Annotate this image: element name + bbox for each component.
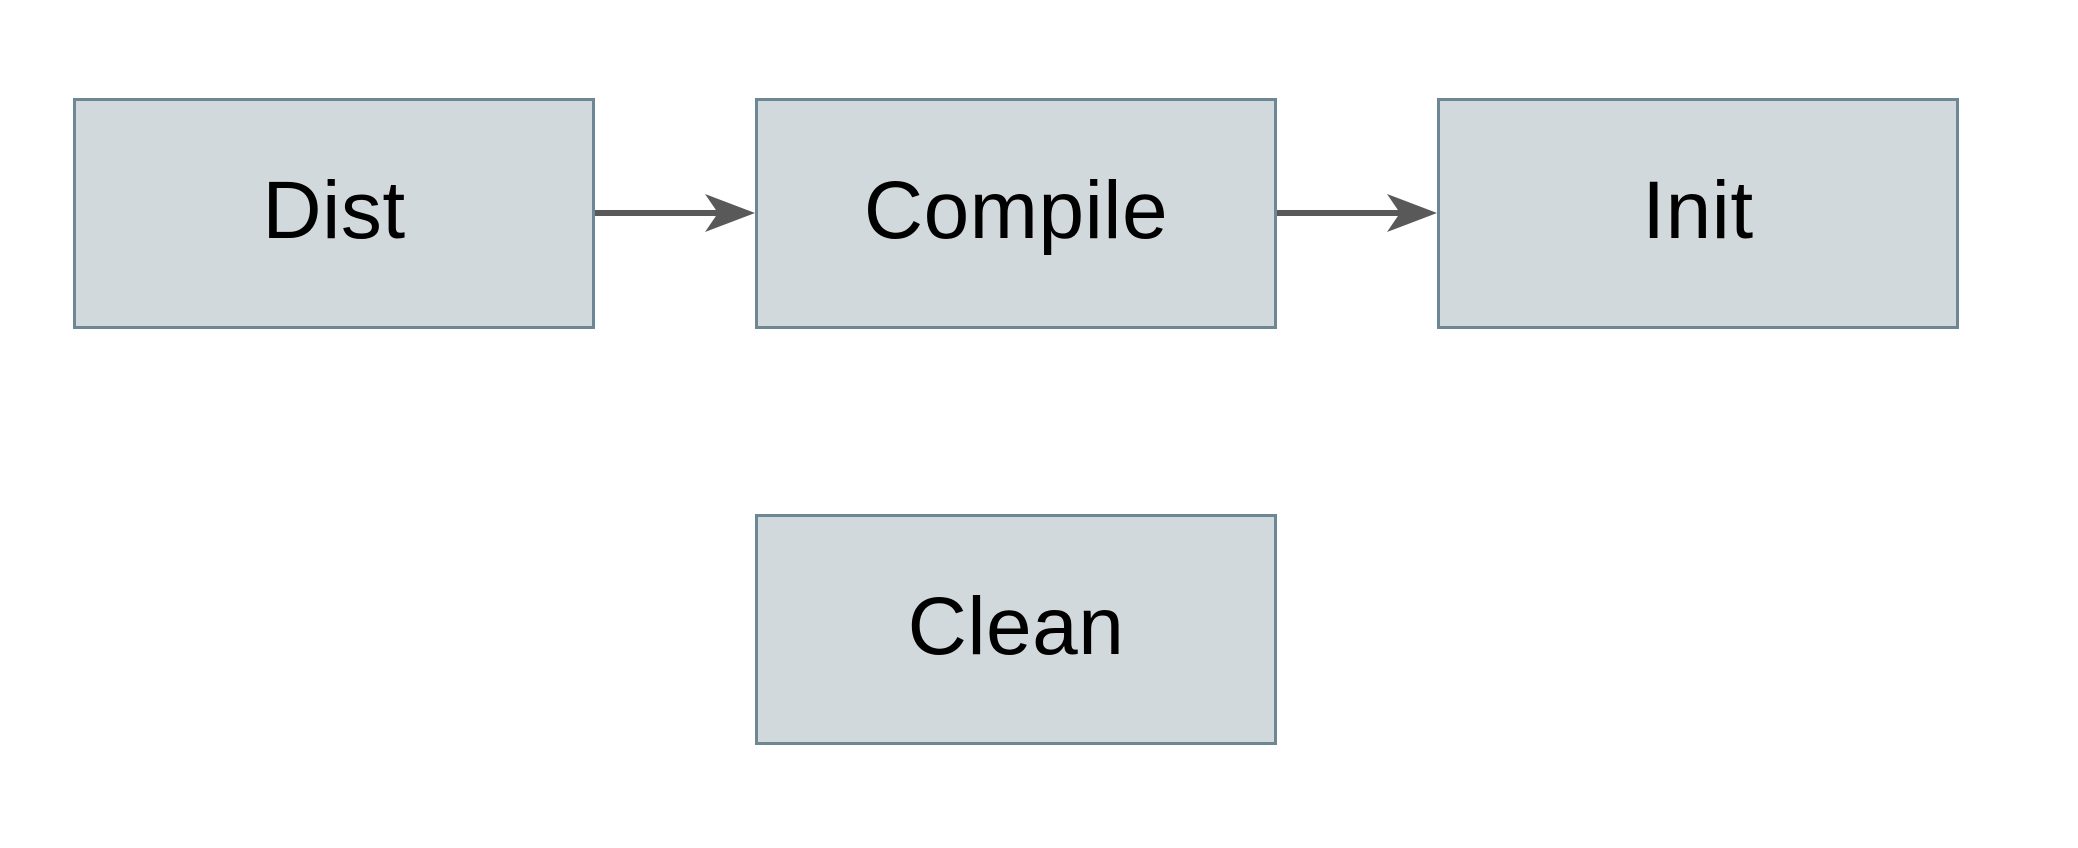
node-compile-label: Compile [863, 164, 1169, 256]
node-dist: Dist [73, 98, 595, 329]
node-clean: Clean [755, 514, 1277, 745]
node-dist-label: Dist [262, 164, 406, 256]
arrow-compile-to-init-icon [1277, 194, 1437, 232]
node-compile: Compile [755, 98, 1277, 329]
node-init: Init [1437, 98, 1959, 329]
arrow-dist-to-compile-icon [595, 194, 755, 232]
node-clean-label: Clean [907, 580, 1125, 672]
node-init-label: Init [1642, 164, 1754, 256]
